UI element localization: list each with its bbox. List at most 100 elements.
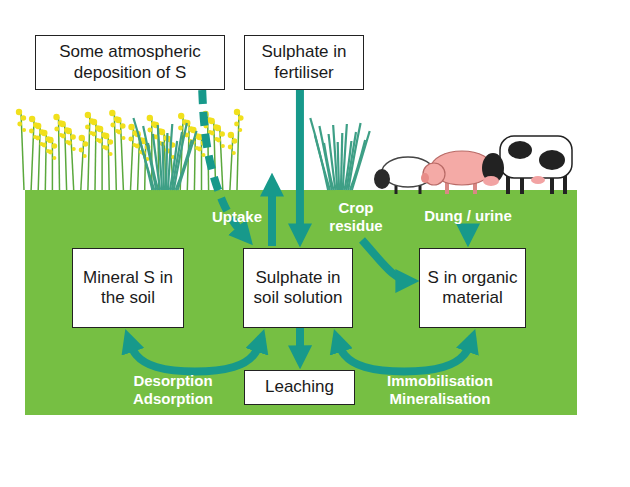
uptake-arrow <box>268 181 276 246</box>
rape-flower <box>85 125 90 130</box>
rape-flower <box>79 148 84 153</box>
grass-blade <box>176 140 192 190</box>
rape-stem <box>230 135 233 190</box>
rape-flower <box>104 146 109 151</box>
process-box: Leaching <box>244 370 355 405</box>
rape-flower <box>117 130 122 135</box>
rape-flower <box>232 138 238 144</box>
rape-flower <box>178 126 183 131</box>
process-box: Some atmospheric deposition of S <box>35 35 225 90</box>
process-label: Uptake <box>196 208 262 226</box>
rape-flower <box>54 127 59 132</box>
rape-flower <box>47 137 53 143</box>
rape-flower <box>21 115 27 121</box>
sheep-head <box>374 169 390 189</box>
cow-figure <box>482 136 572 194</box>
grass-blade <box>333 125 337 190</box>
rape-flower <box>128 137 133 142</box>
cow-muzzle <box>483 176 499 186</box>
rape-flower <box>35 136 40 141</box>
process-box: Sulphate in fertiliser <box>244 35 364 90</box>
grass-blade <box>352 131 370 190</box>
grass-blade <box>158 125 162 190</box>
rape-flower <box>66 128 72 134</box>
rape-flower <box>72 147 76 151</box>
rape-flower <box>91 119 97 125</box>
rape-flower <box>238 115 244 121</box>
rape-flower <box>215 125 221 131</box>
rape-flower <box>209 118 215 124</box>
rape-flower <box>135 144 140 149</box>
rape-flower <box>238 128 242 132</box>
process-box: Mineral S in the soil <box>72 248 184 328</box>
rape-flower <box>197 147 202 152</box>
rape-flower <box>228 132 234 138</box>
rape-flower <box>29 129 34 134</box>
rape-flower <box>61 134 66 139</box>
cow-body <box>500 136 572 178</box>
box-text: Sulphate in fertiliser <box>251 42 357 82</box>
pig-figure <box>421 151 493 194</box>
rape-flower <box>91 132 96 137</box>
rape-flower <box>219 131 225 137</box>
rape-flower <box>35 123 41 129</box>
cow-patch <box>508 141 532 159</box>
rape-flower <box>109 110 115 116</box>
rape-flower <box>110 123 115 128</box>
pig-snout <box>421 173 429 183</box>
flow-arrow <box>337 337 473 372</box>
rape-flower <box>232 151 236 155</box>
rape-flower <box>22 128 26 132</box>
rape-flower <box>234 109 240 115</box>
rape-flower <box>103 133 109 139</box>
process-label: Dung / urine <box>416 207 520 225</box>
rape-flower <box>97 126 103 132</box>
rape-flower <box>48 150 53 155</box>
rape-flower <box>109 152 113 156</box>
rape-stem <box>38 126 40 190</box>
grass-blade <box>166 133 167 190</box>
process-box: S in organic material <box>419 248 526 328</box>
grass-blade <box>178 131 197 190</box>
flow-arrow <box>296 328 304 361</box>
rape-flower <box>85 112 91 118</box>
rape-flower <box>234 122 239 127</box>
rape-flower <box>79 135 85 141</box>
crop-residue-arrow <box>362 240 411 281</box>
rape-flower <box>53 114 59 120</box>
rape-flower <box>216 138 221 143</box>
rape-flower <box>17 122 22 127</box>
flow-arrow <box>128 337 262 372</box>
rape-flower <box>120 123 126 129</box>
rape-flower <box>70 134 76 140</box>
cow-leg <box>506 176 510 194</box>
rape-flower <box>59 121 65 127</box>
rape-flower <box>16 109 22 115</box>
rape-flower <box>147 128 152 133</box>
rape-flower <box>29 116 35 122</box>
rape-flower <box>121 136 125 140</box>
rape-flower <box>221 144 225 148</box>
grass-blade <box>338 142 339 190</box>
rape-flower <box>67 141 72 146</box>
rape-stem <box>65 124 67 190</box>
box-text: Some atmospheric deposition of S <box>42 42 218 82</box>
grass-blade <box>341 133 342 190</box>
cow-udder <box>531 176 545 184</box>
rape-flower <box>83 141 89 147</box>
box-text: Leaching <box>265 377 334 397</box>
cow-patch <box>539 150 565 170</box>
cow-leg <box>563 176 567 194</box>
rape-stem <box>45 133 46 190</box>
process-label: Desorption Adsorption <box>117 372 229 408</box>
rape-flower <box>115 117 121 123</box>
sheep-figure <box>374 157 434 194</box>
rape-stem <box>71 131 74 190</box>
box-text: Mineral S in the soil <box>79 268 177 308</box>
rape-flower <box>128 124 134 130</box>
rape-flower <box>52 156 56 160</box>
crop-plants <box>16 109 370 190</box>
box-text: S in organic material <box>426 268 519 308</box>
rape-flower <box>178 113 184 119</box>
